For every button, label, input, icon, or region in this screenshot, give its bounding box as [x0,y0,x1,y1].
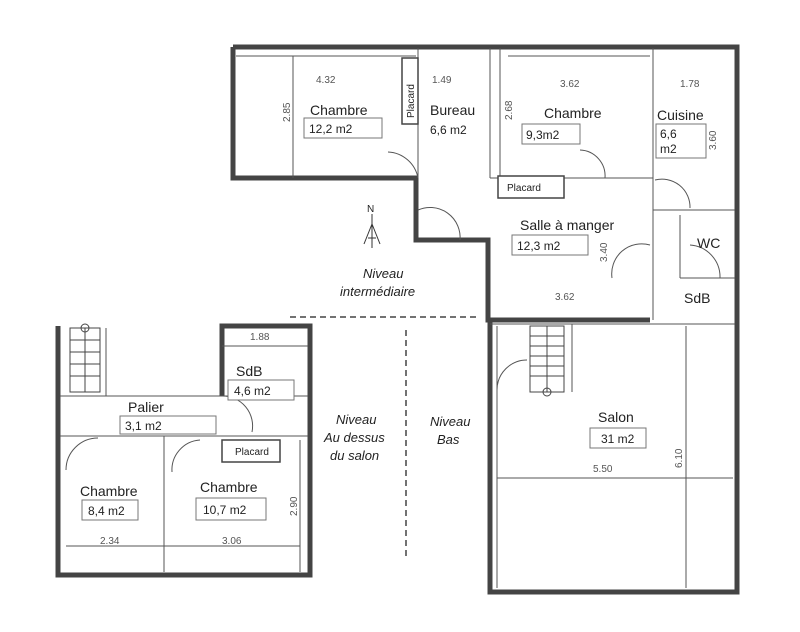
bureau-name: Bureau [430,102,475,118]
cuisine-height: 3.60 [708,130,719,150]
outer-wall-intermediate [230,44,740,323]
door [654,178,691,209]
salon-area-box [589,427,647,449]
cuisine-name: Cuisine [657,107,704,123]
chambre-top-height: 2.85 [282,102,293,122]
compass-icon [363,214,381,248]
wc-name: WC [697,235,720,251]
cuisine-area-line1: 6,6 [660,127,677,141]
chambre-right-width: 3.06 [222,536,242,547]
door [579,149,606,179]
placard-upper-label: Placard [235,447,269,458]
chambre-top-width: 4.32 [316,75,336,86]
cuisine-width: 1.78 [680,79,700,90]
sdb-upper-width: 1.88 [250,332,270,343]
chambre-left-area: 8,4 m2 [88,504,125,518]
sdb-upper-area: 4,6 m2 [234,384,271,398]
level-above-line3: du salon [330,448,379,463]
door [496,359,528,391]
cuisine-area-box [655,123,707,159]
placard-mid-box [497,175,565,199]
palier-name: Palier [128,399,164,415]
palier-area: 3,1 m2 [125,419,162,433]
chambre-right-area-box [195,497,267,521]
chambre-mid-area: 9,3m2 [526,128,560,142]
level-above-line2: Au dessus [323,430,385,445]
outer-wall-upper [55,323,313,578]
salle-a-manger-height: 3.40 [599,242,610,262]
staircase-low [529,325,565,397]
placard-upper-box [221,439,281,463]
door [171,439,201,473]
upper-level: Placard SdB 4,6 m2 1.88 Palier 3,1 m2 Ch… [55,323,385,578]
chambre-left-width: 2.34 [100,536,120,547]
level-low-line1: Niveau [430,414,470,429]
door [611,243,651,279]
placard-mid-label: Placard [507,183,541,194]
chambre-mid-area-box [521,123,581,145]
bureau-width: 1.49 [432,75,452,86]
low-level: Salon 31 m2 5.50 6.10 Niveau Bas [430,320,740,595]
salon-name: Salon [598,409,634,425]
level-low-line2: Bas [437,432,460,447]
chambre-top-name: Chambre [310,102,368,118]
intermediate-level: Placard Placard Chambre 12,2 m2 4.32 2.8… [230,44,740,323]
chambre-left-area-box [81,499,139,521]
chambre-top-area-box [303,117,383,139]
salle-a-manger-area-box [511,234,589,256]
compass-label: N [367,204,374,215]
placard-top-box [401,57,419,125]
chambre-right-height: 2.90 [289,496,300,516]
door [221,395,254,433]
sdb-low-name: SdB [684,290,710,306]
chambre-right-name: Chambre [200,479,258,495]
chambre-mid-name: Chambre [544,105,602,121]
salle-a-manger-area: 12,3 m2 [517,239,561,253]
door [387,151,419,179]
door [689,244,721,279]
bureau-area: 6,6 m2 [430,123,467,137]
salon-height: 6.10 [674,448,685,468]
chambre-right-area: 10,7 m2 [203,503,247,517]
palier-area-box [119,415,217,435]
door [65,437,99,471]
level-intermediate-line1: Niveau [363,266,403,281]
level-intermediate-line2: intermédiaire [340,284,415,299]
level-above-line1: Niveau [336,412,376,427]
chambre-left-name: Chambre [80,483,138,499]
door [417,206,461,241]
salon-width: 5.50 [593,464,613,475]
chambre-mid-width: 3.62 [560,79,580,90]
placard-top-label: Placard [406,84,417,118]
salle-a-manger-width: 3.62 [555,292,575,303]
staircase-upper [69,323,101,393]
chambre-top-area: 12,2 m2 [309,122,353,136]
sdb-upper-name: SdB [236,363,262,379]
salle-a-manger-name: Salle à manger [520,217,615,233]
cuisine-area-line2: m2 [660,142,677,156]
chambre-mid-height: 2.68 [504,100,515,120]
outer-wall-low [487,320,740,595]
salon-area: 31 m2 [601,432,635,446]
sdb-upper-area-box [227,379,295,401]
